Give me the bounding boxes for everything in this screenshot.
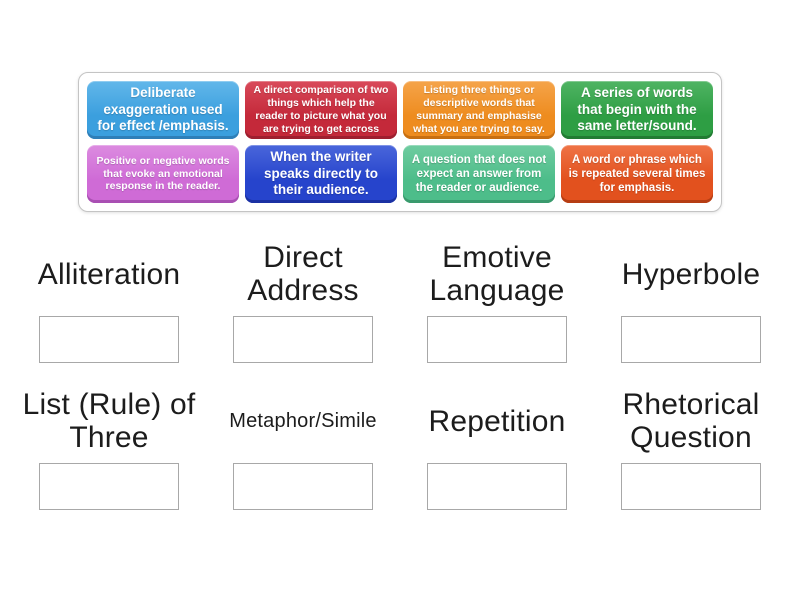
- definition-card-rhetorical-question[interactable]: A question that does not expect an answe…: [403, 145, 555, 203]
- drop-zone-list-of-three[interactable]: [39, 463, 179, 510]
- definition-card-alliteration[interactable]: A series of words that begin with the sa…: [561, 81, 713, 139]
- category-grid: Alliteration Direct Address Emotive Lang…: [12, 240, 788, 510]
- category-metaphor-simile: Metaphor/Simile: [206, 387, 400, 510]
- definition-card-hyperbole[interactable]: Deliberate exaggeration used for effect …: [87, 81, 239, 139]
- category-label-alliteration: Alliteration: [37, 257, 181, 291]
- category-direct-address: Direct Address: [206, 240, 400, 363]
- category-label-list-of-three: List (Rule) of Three: [22, 388, 196, 454]
- category-label-emotive-language: Emotive Language: [429, 241, 565, 307]
- definition-card-direct-address[interactable]: When the writer speaks directly to their…: [245, 145, 397, 203]
- drop-zone-alliteration[interactable]: [39, 316, 179, 363]
- category-hyperbole: Hyperbole: [594, 240, 788, 363]
- category-label-rhetorical-question: Rhetorical Question: [622, 388, 760, 454]
- category-alliteration: Alliteration: [12, 240, 206, 363]
- category-label-hyperbole: Hyperbole: [621, 257, 761, 291]
- category-label-metaphor-simile: Metaphor/Simile: [229, 410, 377, 432]
- category-list-of-three: List (Rule) of Three: [12, 387, 206, 510]
- definition-card-list-of-three[interactable]: Listing three things or descriptive word…: [403, 81, 555, 139]
- category-repetition: Repetition: [400, 387, 594, 510]
- card-tray: Deliberate exaggeration used for effect …: [78, 72, 722, 212]
- category-rhetorical-question: Rhetorical Question: [594, 387, 788, 510]
- category-label-repetition: Repetition: [428, 404, 566, 438]
- definition-card-repetition[interactable]: A word or phrase which is repeated sever…: [561, 145, 713, 203]
- drop-zone-rhetorical-question[interactable]: [621, 463, 761, 510]
- drop-zone-repetition[interactable]: [427, 463, 567, 510]
- drop-zone-metaphor-simile[interactable]: [233, 463, 373, 510]
- drop-zone-direct-address[interactable]: [233, 316, 373, 363]
- drop-zone-hyperbole[interactable]: [621, 316, 761, 363]
- category-label-direct-address: Direct Address: [247, 241, 359, 307]
- drop-zone-emotive-language[interactable]: [427, 316, 567, 363]
- definition-card-emotive-language[interactable]: Positive or negative words that evoke an…: [87, 145, 239, 203]
- category-emotive-language: Emotive Language: [400, 240, 594, 363]
- definition-card-metaphor-simile[interactable]: A direct comparison of two things which …: [245, 81, 397, 139]
